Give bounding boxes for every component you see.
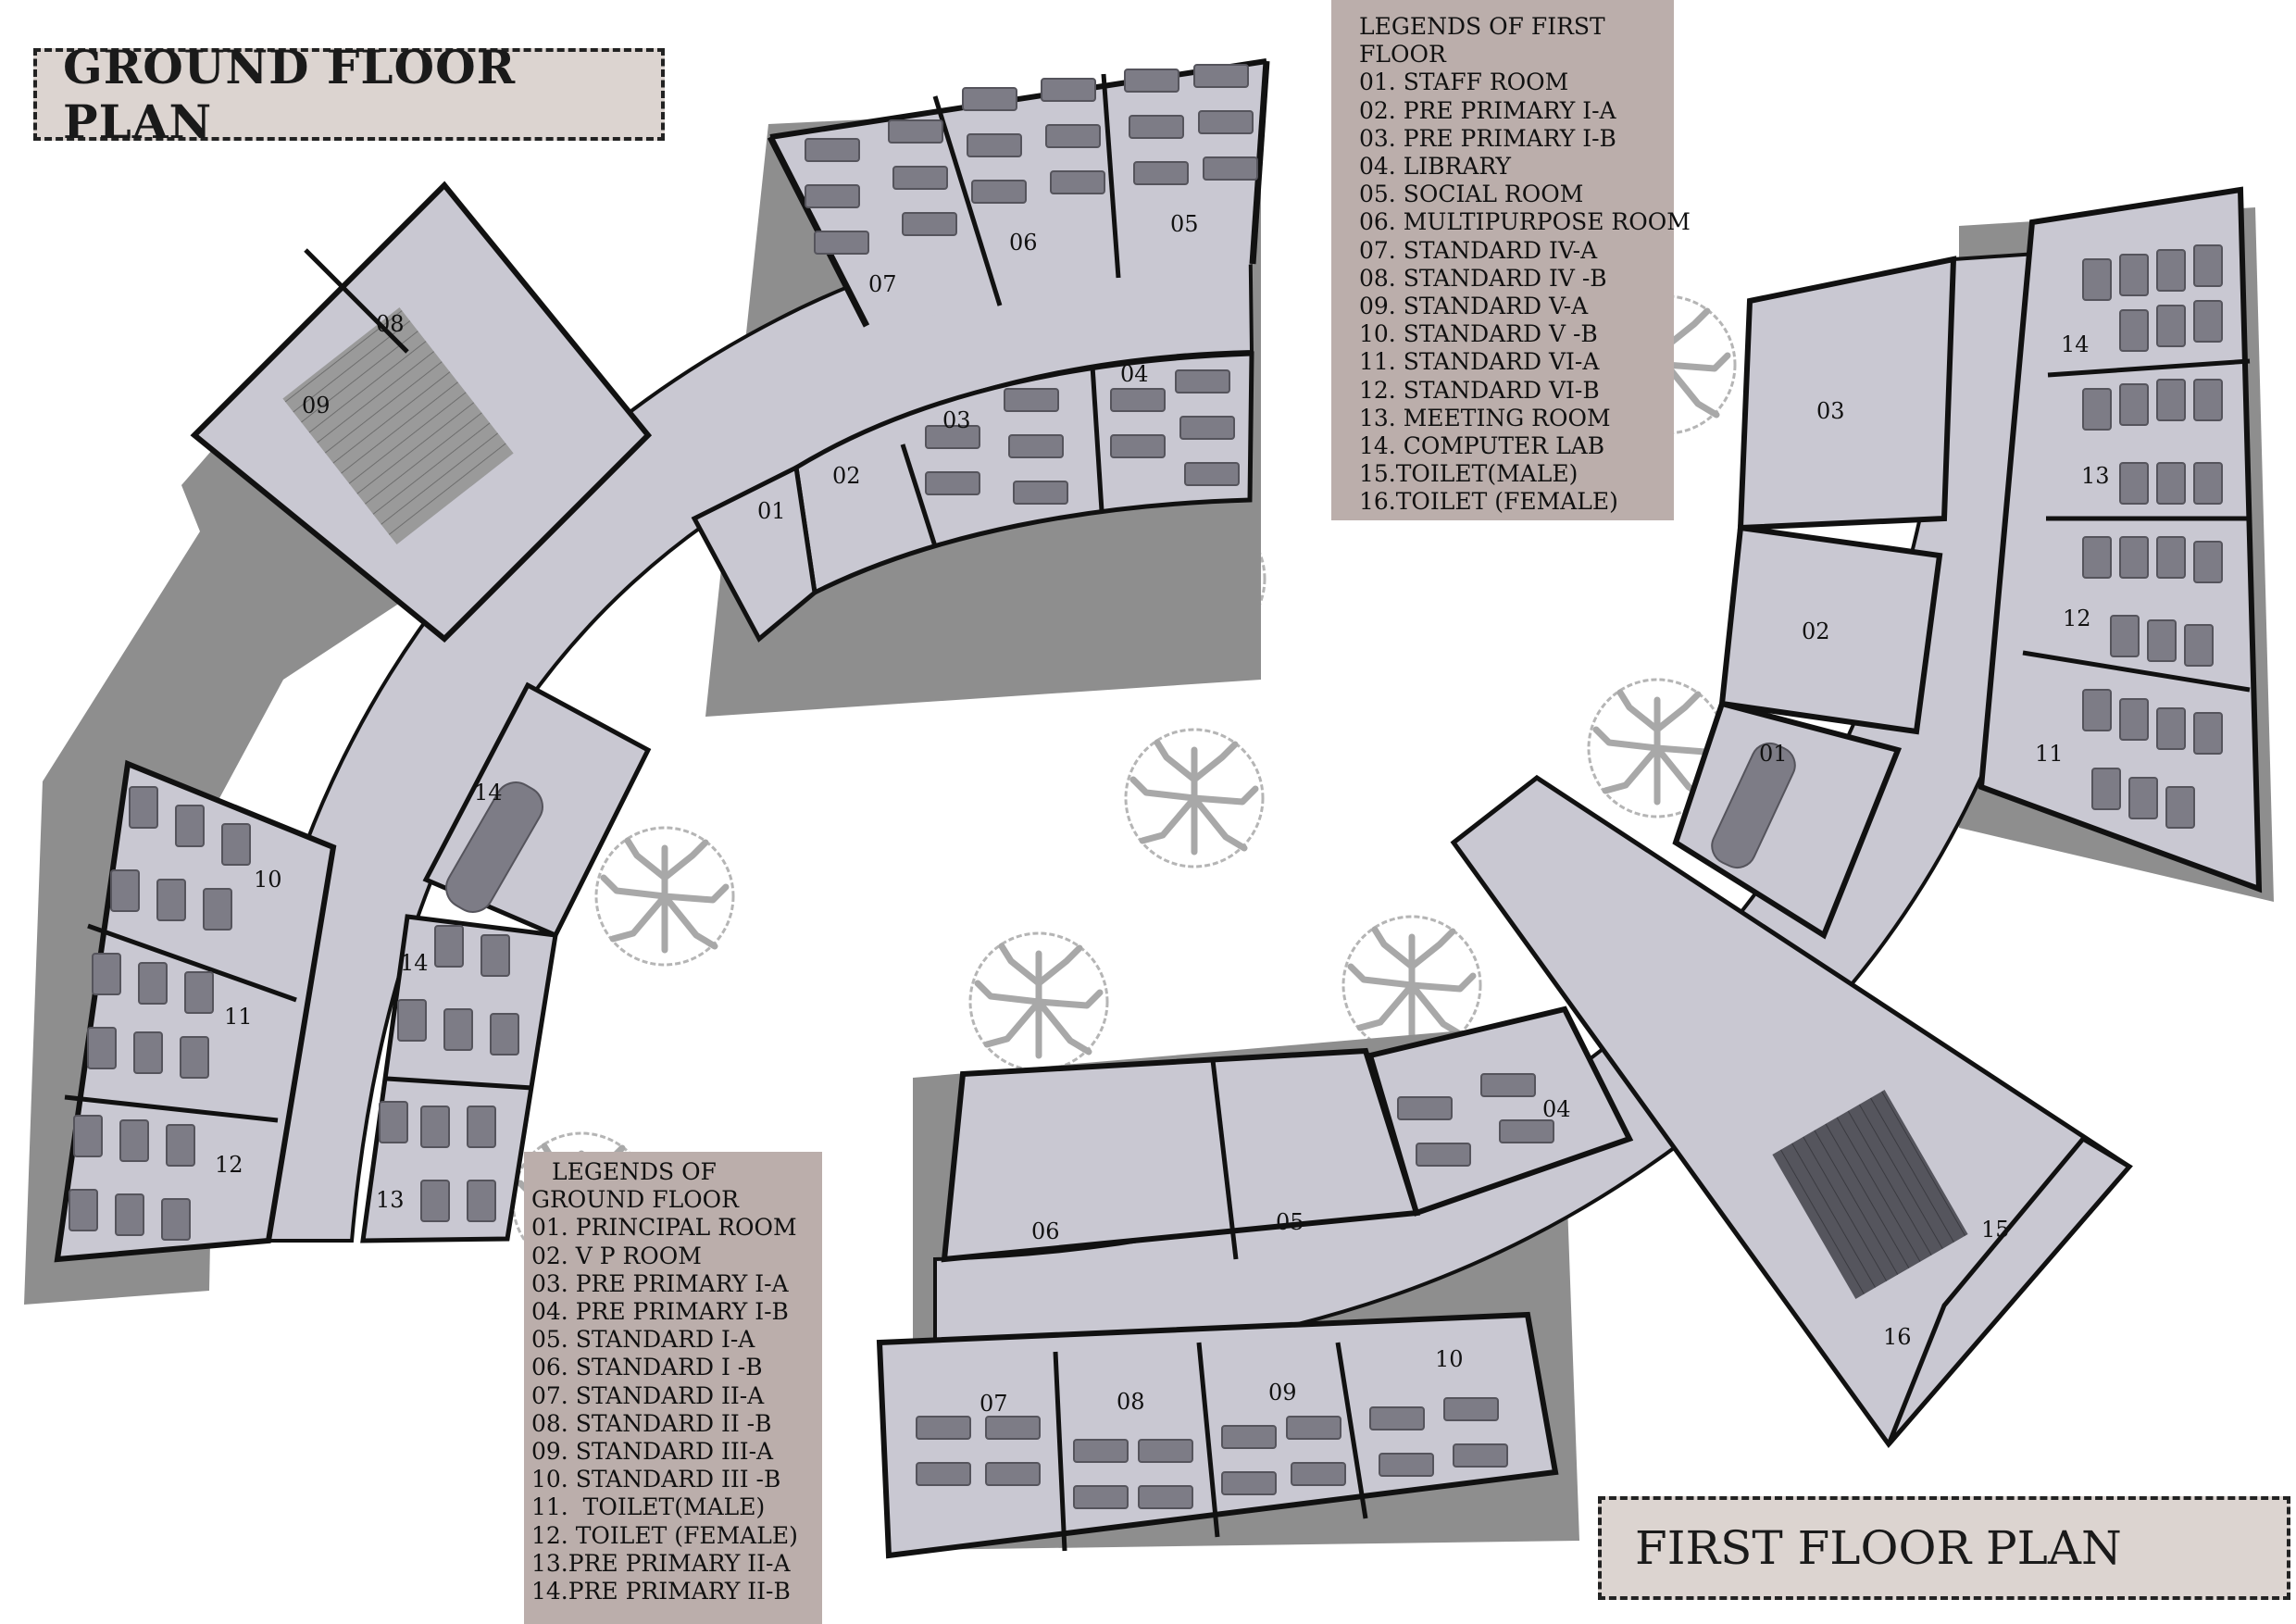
- ground-room-06: 06: [1009, 230, 1038, 256]
- legend-item: 06. STANDARD I -B: [531, 1354, 763, 1381]
- legend-item: 03. PRE PRIMARY I-B: [1359, 124, 1616, 152]
- legend-item: 02. PRE PRIMARY I-A: [1359, 96, 1616, 124]
- legend-item: 10. STANDARD III -B: [531, 1466, 781, 1493]
- ground-room-14a: 14: [474, 780, 503, 806]
- ground-floor-title-text: GROUND FLOOR PLAN: [63, 40, 517, 149]
- legend-item: 09. STANDARD V-A: [1359, 293, 1589, 320]
- ground-room-02: 02: [832, 463, 861, 489]
- ground-room-01: 01: [757, 498, 786, 524]
- first-room-08: 08: [1117, 1389, 1145, 1415]
- legend-item: 08. STANDARD IV -B: [1359, 264, 1607, 292]
- ground-room-10: 10: [254, 867, 282, 893]
- legend-item: 02. V P ROOM: [531, 1242, 702, 1269]
- first-room-14: 14: [2061, 331, 2090, 357]
- first-room-04: 04: [1542, 1096, 1571, 1122]
- first-floor-title-text: FIRST FLOOR PLAN: [1635, 1521, 2122, 1575]
- first-room-11: 11: [2035, 741, 2064, 767]
- legend-item: 03. PRE PRIMARY I-A: [531, 1269, 789, 1297]
- first-room-12: 12: [2063, 606, 2091, 631]
- first-floor-plan: 03 02 01 14 13 12 11 04 05 06 07 08 09 1…: [876, 186, 2274, 1559]
- first-room-13: 13: [2081, 463, 2110, 489]
- legend-item: 07. STANDARD II-A: [531, 1381, 765, 1409]
- legend-item: 04. LIBRARY: [1359, 153, 1511, 181]
- ground-room-12: 12: [215, 1152, 243, 1178]
- first-room-09: 09: [1268, 1380, 1297, 1405]
- legend-item: 12. TOILET (FEMALE): [531, 1521, 798, 1549]
- first-room-05: 05: [1276, 1209, 1304, 1235]
- ground-room-07: 07: [868, 271, 897, 297]
- ground-room-03: 03: [942, 407, 971, 433]
- ground-room-08: 08: [376, 311, 405, 337]
- legend-ground-heading-2: GROUND FLOOR: [531, 1186, 739, 1214]
- legend-item: 08. STANDARD II -B: [531, 1409, 772, 1437]
- legend-item: 11. STANDARD VI-A: [1359, 348, 1600, 376]
- ground-room-04: 04: [1120, 361, 1149, 387]
- legend-item: 11. TOILET(MALE): [531, 1493, 766, 1521]
- legend-first-heading: LEGENDS OF FIRST FLOOR: [1359, 13, 1605, 69]
- ground-room-11: 11: [224, 1004, 253, 1030]
- first-room-15: 15: [1981, 1217, 2010, 1243]
- ground-room-13: 13: [376, 1187, 405, 1213]
- legend-item: 01. STAFF ROOM: [1359, 69, 1569, 96]
- legend-item: 06. MULTIPURPOSE ROOM: [1359, 208, 1691, 236]
- legend-first-floor: LEGENDS OF FIRST FLOOR 01. STAFF ROOM 02…: [1331, 0, 1691, 520]
- first-room-10: 10: [1435, 1346, 1464, 1372]
- ground-room-14b: 14: [400, 950, 429, 976]
- first-room-06: 06: [1031, 1218, 1060, 1244]
- legend-item: 14. COMPUTER LAB: [1359, 432, 1605, 460]
- ground-floor-plan: 07 06 05 04 03 02 01 08 09 14 10 11 12 1…: [24, 58, 1270, 1305]
- legend-item: 16.TOILET (FEMALE): [1359, 488, 1618, 516]
- first-room-16: 16: [1883, 1324, 1912, 1350]
- legend-item: 05. SOCIAL ROOM: [1359, 181, 1584, 208]
- first-room-02: 02: [1802, 618, 1830, 644]
- legend-item: 12. STANDARD VI-B: [1359, 376, 1600, 404]
- tree-icon: [596, 828, 733, 965]
- legend-item: 15.TOILET(MALE): [1359, 460, 1578, 488]
- legend-item: 09. STANDARD III-A: [531, 1438, 774, 1466]
- first-floor-title: FIRST FLOOR PLAN: [1598, 1496, 2290, 1600]
- ground-floor-title: GROUND FLOOR PLAN: [33, 40, 665, 149]
- ground-room-05: 05: [1170, 211, 1199, 237]
- tree-icon: [1126, 730, 1263, 867]
- legend-item: 13.PRE PRIMARY II-A: [531, 1549, 791, 1577]
- first-room-07: 07: [980, 1391, 1008, 1417]
- legend-item: 04. PRE PRIMARY I-B: [531, 1298, 789, 1326]
- legend-item: 14.PRE PRIMARY II-B: [531, 1578, 791, 1605]
- tree-icon: [970, 933, 1107, 1070]
- first-room-03: 03: [1816, 398, 1845, 424]
- legend-item: 05. STANDARD I-A: [531, 1326, 755, 1354]
- ground-room-09: 09: [302, 393, 331, 418]
- legend-item: 07. STANDARD IV-A: [1359, 236, 1598, 264]
- legend-item: 13. MEETING ROOM: [1359, 404, 1611, 431]
- legend-item: 01. PRINCIPAL ROOM: [531, 1214, 797, 1242]
- legend-ground-floor: LEGENDS OF GROUND FLOOR 01. PRINCIPAL RO…: [524, 1152, 822, 1624]
- first-room-01: 01: [1759, 741, 1788, 767]
- legend-item: 10. STANDARD V -B: [1359, 320, 1598, 348]
- legend-ground-heading-1: LEGENDS OF: [552, 1158, 717, 1185]
